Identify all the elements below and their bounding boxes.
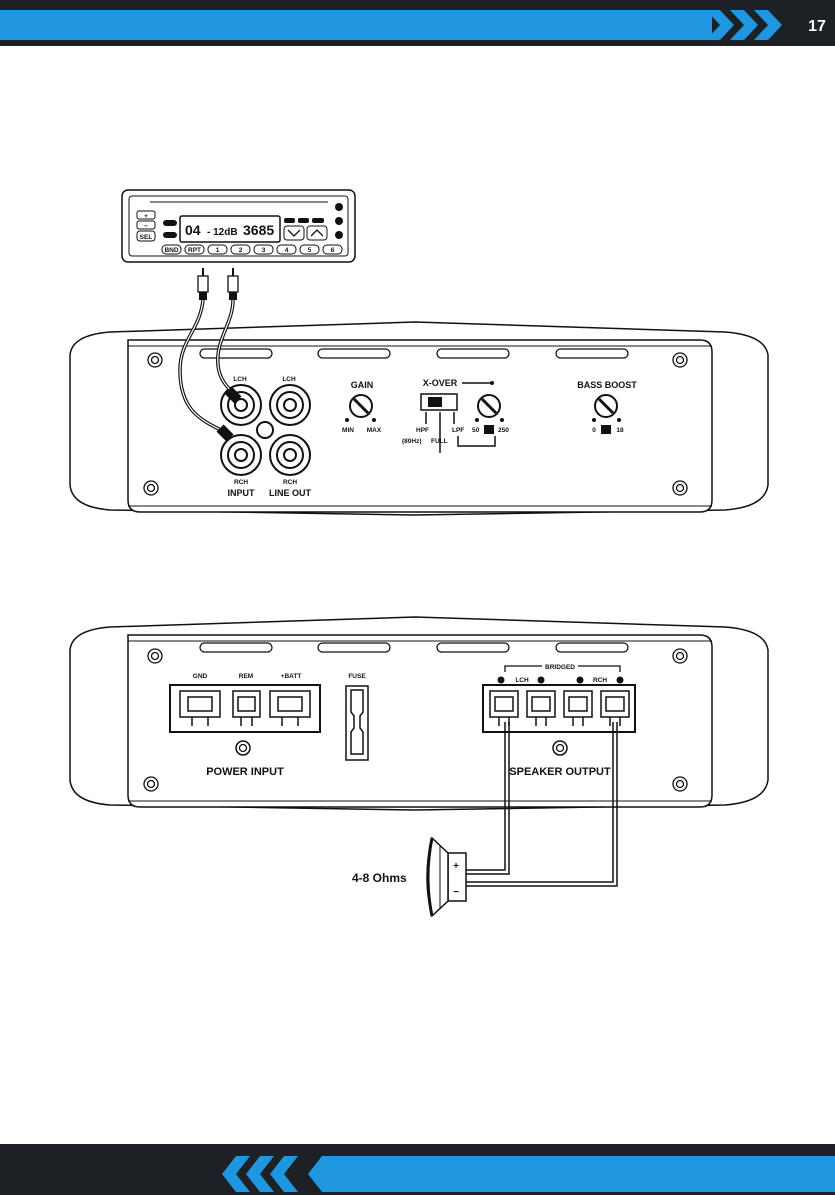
- bass-boost-high: 18: [616, 427, 624, 434]
- fuse-label: FUSE: [348, 673, 366, 680]
- footer-accent-bar: [308, 1156, 835, 1192]
- preset-button-label: 2: [239, 247, 243, 254]
- bridged-label: BRIDGED: [545, 664, 575, 671]
- preset-button-label: 1: [216, 247, 220, 254]
- speaker-icon: [427, 838, 466, 916]
- preset-button-label: BND: [164, 247, 178, 254]
- preset-button-label: 3: [262, 247, 266, 254]
- amplifier-top-panel: LCH LCH RCH RCH INPUT LINE OUT GAIN MIN …: [70, 322, 768, 515]
- fuse-icon: [346, 686, 368, 760]
- speaker-minus-label: −: [453, 887, 459, 898]
- speaker-output-label: SPEAKER OUTPUT: [509, 766, 611, 778]
- speaker-impedance-label: 4-8 Ohms: [352, 871, 407, 885]
- rch-output-label: RCH: [593, 677, 607, 684]
- lpf-label: LPF: [452, 427, 464, 434]
- rem-label: REM: [239, 673, 253, 680]
- amplifier-bottom-panel: GND REM +BATT POWER INPUT FUSE BRIDGED L…: [70, 617, 768, 810]
- gain-label: GAIN: [351, 380, 374, 390]
- lch-input-label: LCH: [233, 376, 247, 383]
- rch-lineout-label: RCH: [283, 479, 297, 486]
- hpf-freq-label: (80Hz): [402, 438, 422, 445]
- footer-band: [0, 1144, 835, 1195]
- speaker-plus-label: +: [453, 861, 459, 872]
- power-input-label: POWER INPUT: [206, 766, 284, 778]
- rca-plug-icon: [198, 268, 238, 300]
- xover-label: X-OVER: [423, 378, 458, 388]
- full-label: FULL: [431, 438, 448, 445]
- display-track: 04: [185, 222, 201, 238]
- bass-boost-low: 0: [592, 427, 596, 434]
- lch-lineout-label: LCH: [282, 376, 296, 383]
- display-level: - 12dB: [207, 227, 238, 238]
- xover-knob-icon: [478, 395, 500, 417]
- display-freq: 3685: [243, 222, 274, 238]
- line-out-label: LINE OUT: [269, 488, 312, 498]
- gnd-label: GND: [193, 673, 208, 680]
- xover-freq-low: 50: [472, 427, 480, 434]
- plus-button-label: +: [144, 213, 148, 220]
- xover-freq-high: 250: [498, 427, 509, 434]
- bass-boost-label: BASS BOOST: [577, 380, 637, 390]
- preset-button-label: 6: [331, 247, 335, 254]
- input-label: INPUT: [228, 488, 256, 498]
- preset-button-label: RPT: [188, 247, 201, 254]
- gain-min-label: MIN: [342, 427, 354, 434]
- batt-label: +BATT: [281, 673, 302, 680]
- lch-output-label: LCH: [515, 677, 529, 684]
- preset-button-label: 5: [308, 247, 312, 254]
- gain-knob-icon: [350, 395, 372, 417]
- hpf-label: HPF: [416, 427, 429, 434]
- bass-boost-knob-icon: [595, 395, 617, 417]
- sel-button-label: SEL: [140, 234, 153, 241]
- rch-input-label: RCH: [234, 479, 248, 486]
- preset-button-label: 4: [285, 247, 289, 254]
- gain-max-label: MAX: [367, 427, 382, 434]
- head-unit: + − SEL 04 - 12dB 3685 BND RPT: [122, 190, 355, 262]
- minus-button-label: −: [144, 223, 148, 230]
